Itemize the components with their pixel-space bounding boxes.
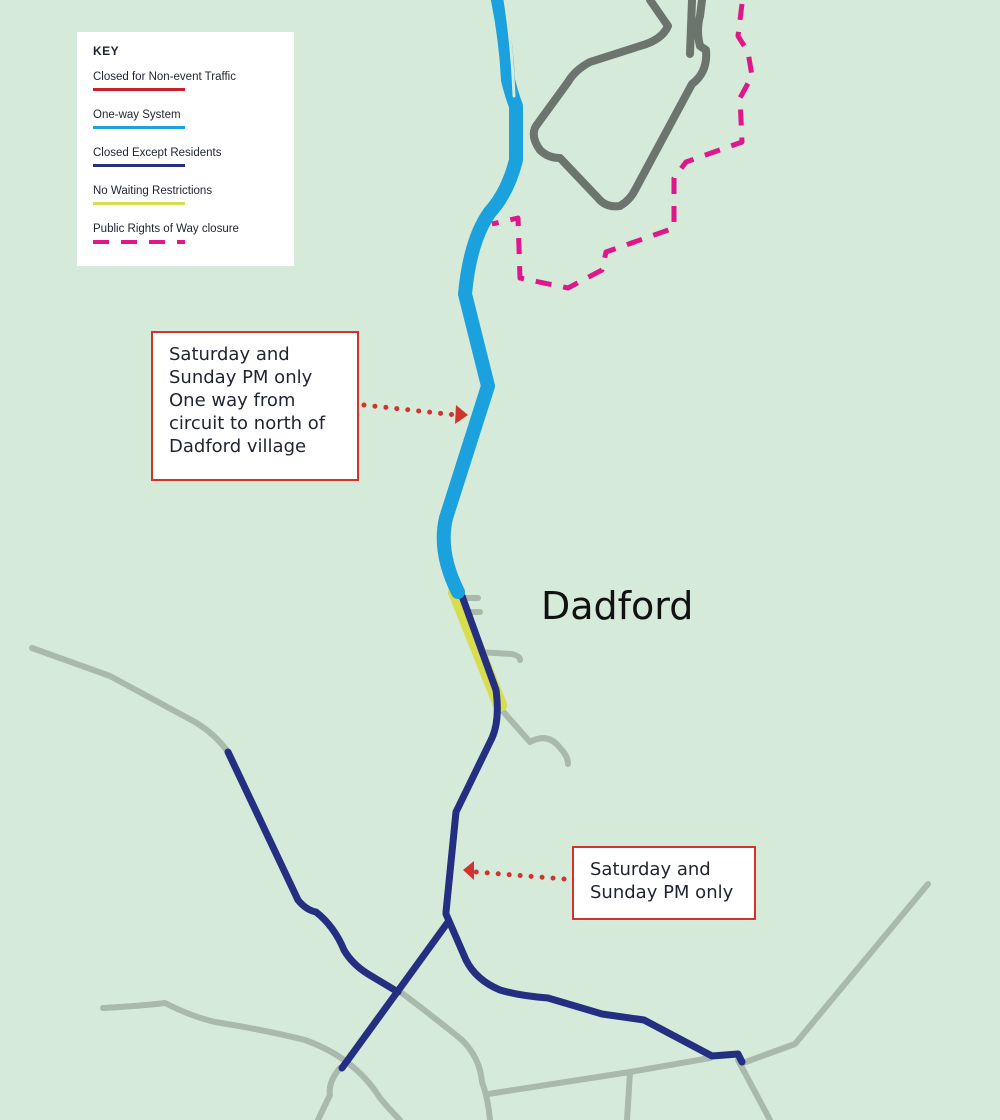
callout-south-arrow-line [473,869,567,882]
callout-north-arrow-line [361,402,459,418]
callout-south-arrow-head [463,861,474,880]
callout-south-line: Sunday PM only [590,882,734,903]
callout-north-line: Saturday and [169,344,290,365]
callout-north-line: Dadford village [169,436,307,457]
callout-south: Saturday and Sunday PM only [572,846,756,920]
key-entry-no-waiting: No Waiting Restrictions [93,184,283,208]
minor-road-southeast-spur [735,1057,773,1120]
key-entry-prow-closure: Public Rights of Way closure [93,222,283,246]
minor-road-west [29,645,231,755]
minor-road-south-spur [315,1065,343,1120]
one-way-system [436,0,523,599]
minor-road-bottom-spur [624,1069,633,1120]
closed-except-residents-routes [224,592,746,1072]
circuit-track [529,0,711,211]
key-swatch-one-way [93,126,185,129]
key-label-no-waiting: No Waiting Restrictions [93,185,213,197]
key-label-one-way: One-way System [93,109,181,121]
key-swatch-prow-closure [93,240,185,244]
callout-north-line: circuit to north of [169,413,326,434]
key-entry-closed-non-event: Closed for Non-event Traffic [93,70,283,94]
key-title: KEY [93,44,120,58]
key-label-closed-non-event: Closed for Non-event Traffic [93,71,236,83]
minor-road-southwest [100,1000,403,1120]
minor-road-central-east [395,987,493,1120]
callout-south-line: Saturday and [590,859,711,880]
residents-main-road [442,592,501,916]
key-label-prow-closure: Public Rights of Way closure [93,223,239,235]
village-lane-3 [475,649,523,663]
public-rights-of-way-closure [491,3,755,291]
key-label-closed-except-residents: Closed Except Residents [93,147,222,159]
place-label-dadford: Dadford [541,584,694,628]
key-entry-one-way: One-way System [93,108,283,132]
minor-roads [29,595,931,1120]
circuit-roads [529,0,711,211]
residents-west-road [224,748,402,996]
minor-road-northeast [737,881,931,1067]
key-swatch-closed-non-event [93,88,185,91]
callout-north-arrow-head [455,405,468,424]
key-swatch-no-waiting [93,202,185,205]
callout-north-line: Sunday PM only [169,367,313,388]
minor-road-bottom-link [485,1055,713,1097]
one-way-route-casing [436,0,523,599]
village-lane-4 [497,705,571,767]
one-way-route-divider [503,0,516,98]
key-entry-closed-except-residents: Closed Except Residents [93,146,283,170]
key-swatch-closed-except-residents [93,164,185,167]
residents-southeast-road [442,910,746,1066]
callout-arrows [361,402,567,882]
callout-north: Saturday and Sunday PM only One way from… [151,331,359,481]
circuit-access-road [686,0,696,58]
residents-southwest-road [338,918,452,1072]
map-key: KEY Closed for Non-event Traffic One-way… [77,32,294,266]
callout-north-line: One way from [169,390,296,411]
